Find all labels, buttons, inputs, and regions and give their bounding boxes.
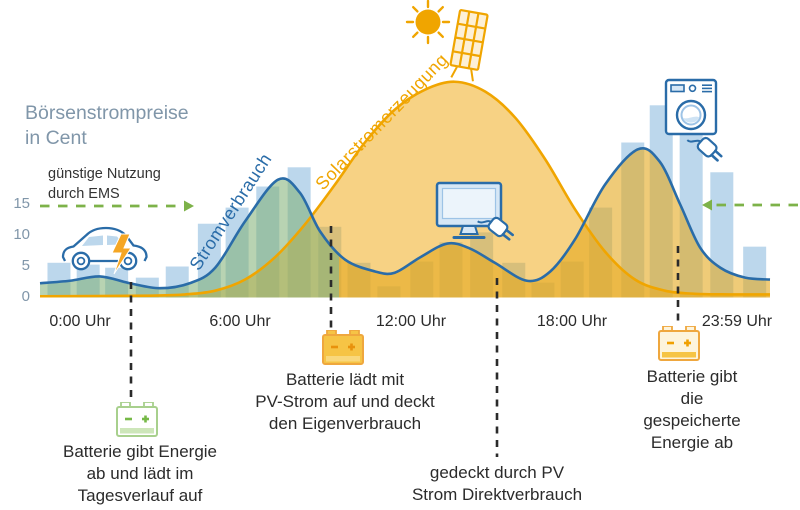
x-tick-label: 23:59 Uhr: [701, 313, 773, 330]
solar-curve: [39, 80, 771, 298]
chart-title: Börsenstrompreise in Cent: [25, 102, 189, 149]
electric-car-icon: [61, 226, 148, 275]
y-tick-label: 0: [21, 288, 30, 305]
consumption-curve: [39, 147, 771, 290]
tv-plug-icon: [435, 181, 514, 241]
annotation-battery-releases-energy: Batterie gibt die gespeicherte Energie a…: [643, 367, 741, 452]
consumption-area-gold: [339, 148, 770, 298]
plug-icon: [686, 136, 723, 162]
annotation-battery-discharges-morning: Batterie gibt Energie ab und lädt im Tag…: [62, 442, 218, 505]
washing-machine-plug-icon: [664, 78, 723, 162]
plot-area: [39, 80, 771, 298]
battery-gold-icon: [322, 330, 364, 365]
lightning-bolt-icon: [111, 233, 132, 275]
ems-arrow-right-icon: [40, 200, 194, 212]
x-tick-label: 0:00 Uhr: [49, 313, 111, 330]
connector-lines: [129, 226, 680, 457]
annotation-battery-charges-pv: Batterie lädt mit PV-Strom auf und deckt…: [255, 370, 435, 433]
sun-icon: [405, 0, 451, 45]
y-tick-label: 15: [13, 195, 30, 212]
ems-arrow-left-icon: [702, 199, 798, 211]
y-tick-label: 10: [13, 226, 30, 243]
y-tick-label: 5: [21, 257, 30, 274]
annotation-pv-direct-consumption: gedeckt durch PV Strom Direktverbrauch: [411, 463, 583, 504]
x-tick-label: 6:00 Uhr: [209, 313, 271, 330]
battery-green-icon: [116, 402, 158, 437]
x-tick-label: 12:00 Uhr: [375, 313, 447, 330]
x-tick-label: 18:00 Uhr: [536, 313, 608, 330]
battery-outline-icon: [658, 326, 700, 361]
solar-panel-icon: [449, 9, 489, 82]
ems-note: günstige Nutzung durch EMS: [48, 166, 161, 202]
plug-icon: [477, 216, 514, 241]
